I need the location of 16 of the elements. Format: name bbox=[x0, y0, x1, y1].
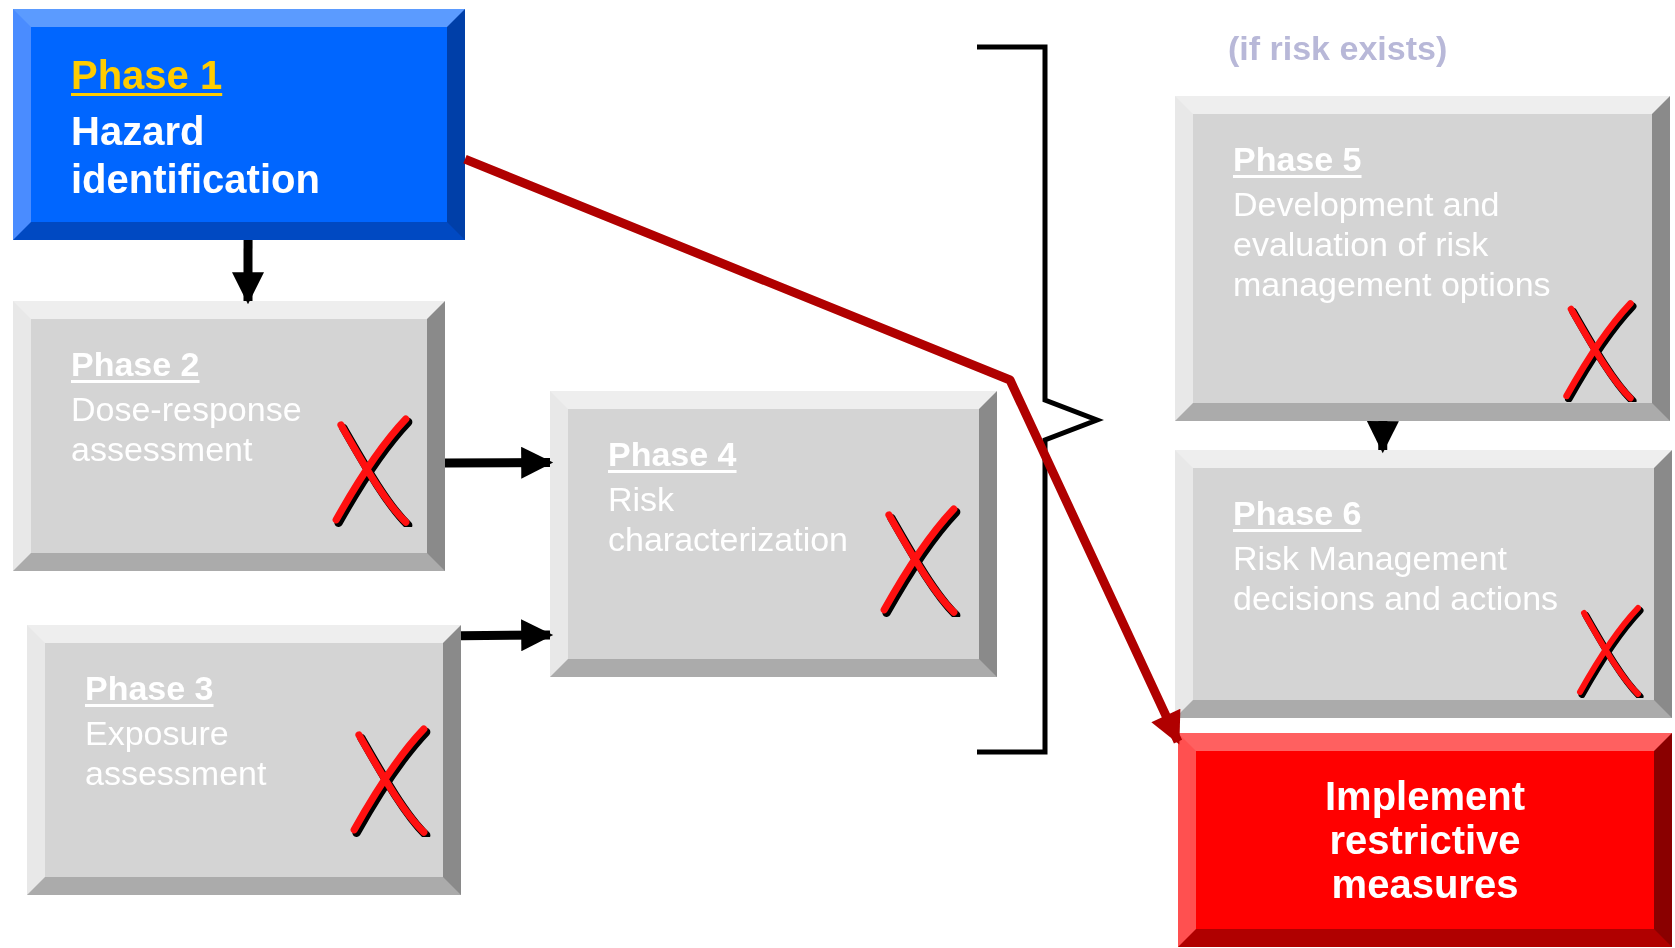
phase-box bbox=[1178, 733, 1672, 947]
condition-note: (if risk exists) bbox=[1228, 28, 1448, 69]
phase-heading: Phase 1 bbox=[71, 52, 223, 99]
arrow bbox=[460, 619, 554, 652]
arrow bbox=[445, 446, 554, 479]
phase-box bbox=[1175, 450, 1672, 718]
phase-description: Hazard identification bbox=[71, 108, 321, 203]
arrow bbox=[232, 240, 264, 305]
phase-description: Implement restrictive measures bbox=[1323, 774, 1526, 906]
arrow bbox=[1366, 420, 1399, 454]
phase-box bbox=[13, 9, 465, 240]
phase-box bbox=[1175, 96, 1670, 421]
phase-box bbox=[13, 301, 445, 571]
arrow bbox=[463, 154, 1183, 745]
phase-box bbox=[27, 625, 461, 895]
phase-box bbox=[550, 391, 997, 677]
